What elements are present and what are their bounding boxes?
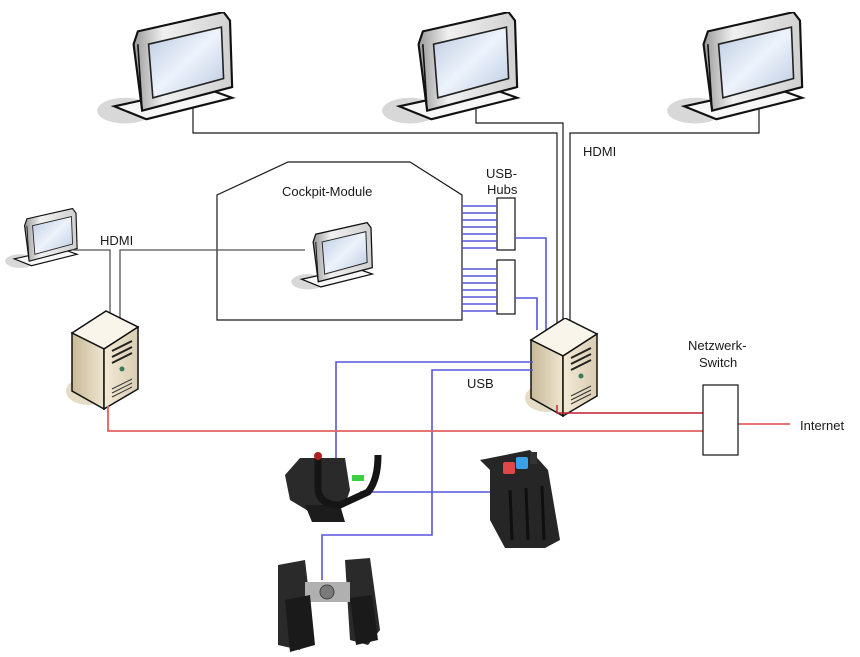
top-left-monitor xyxy=(96,12,234,125)
network-cable-main-pc xyxy=(556,405,703,414)
usb-hub-1-ports xyxy=(462,205,497,249)
network-switch xyxy=(702,384,739,456)
usb-cable-yoke xyxy=(335,361,533,458)
left-monitor xyxy=(4,207,78,269)
usb-hubs-label-2: Hubs xyxy=(487,182,518,197)
usb-cable-pedals xyxy=(321,369,533,580)
hdmi-cable-top-left xyxy=(192,108,558,330)
usb-hub-1 xyxy=(496,197,516,251)
usb-label: USB xyxy=(467,376,494,391)
main-pc xyxy=(525,318,598,417)
hdmi-label-left: HDMI xyxy=(100,233,133,248)
usb-hub-2-uplink xyxy=(515,297,538,330)
rudder-pedals-device xyxy=(278,558,380,652)
top-right-monitor xyxy=(666,12,804,125)
cockpit-module-label: Cockpit-Module xyxy=(282,184,372,199)
usb-hub-2-ports xyxy=(462,268,497,312)
hdmi-cable-top-right xyxy=(569,108,760,322)
switch-label-2: Switch xyxy=(699,355,737,370)
throttle-quadrant-device xyxy=(480,450,560,548)
left-pc xyxy=(66,310,140,411)
hdmi-cable-left-monitor xyxy=(72,249,111,326)
usb-hub-2 xyxy=(496,259,516,315)
usb-hub-1-uplink xyxy=(515,237,547,330)
hdmi-cable-top-center xyxy=(475,108,564,325)
network-cable-left-pc xyxy=(107,406,703,432)
cockpit-monitor xyxy=(290,221,374,291)
cockpit-module-enclosure xyxy=(216,161,463,321)
hdmi-label-right: HDMI xyxy=(583,144,616,159)
yoke-device xyxy=(285,452,382,522)
internet-label: Internet xyxy=(800,418,844,433)
switch-label-1: Netzwerk- xyxy=(688,338,747,353)
usb-hubs-label-1: USB- xyxy=(486,166,517,181)
hdmi-cable-cockpit-monitor xyxy=(119,249,305,326)
top-center-monitor xyxy=(381,12,519,125)
